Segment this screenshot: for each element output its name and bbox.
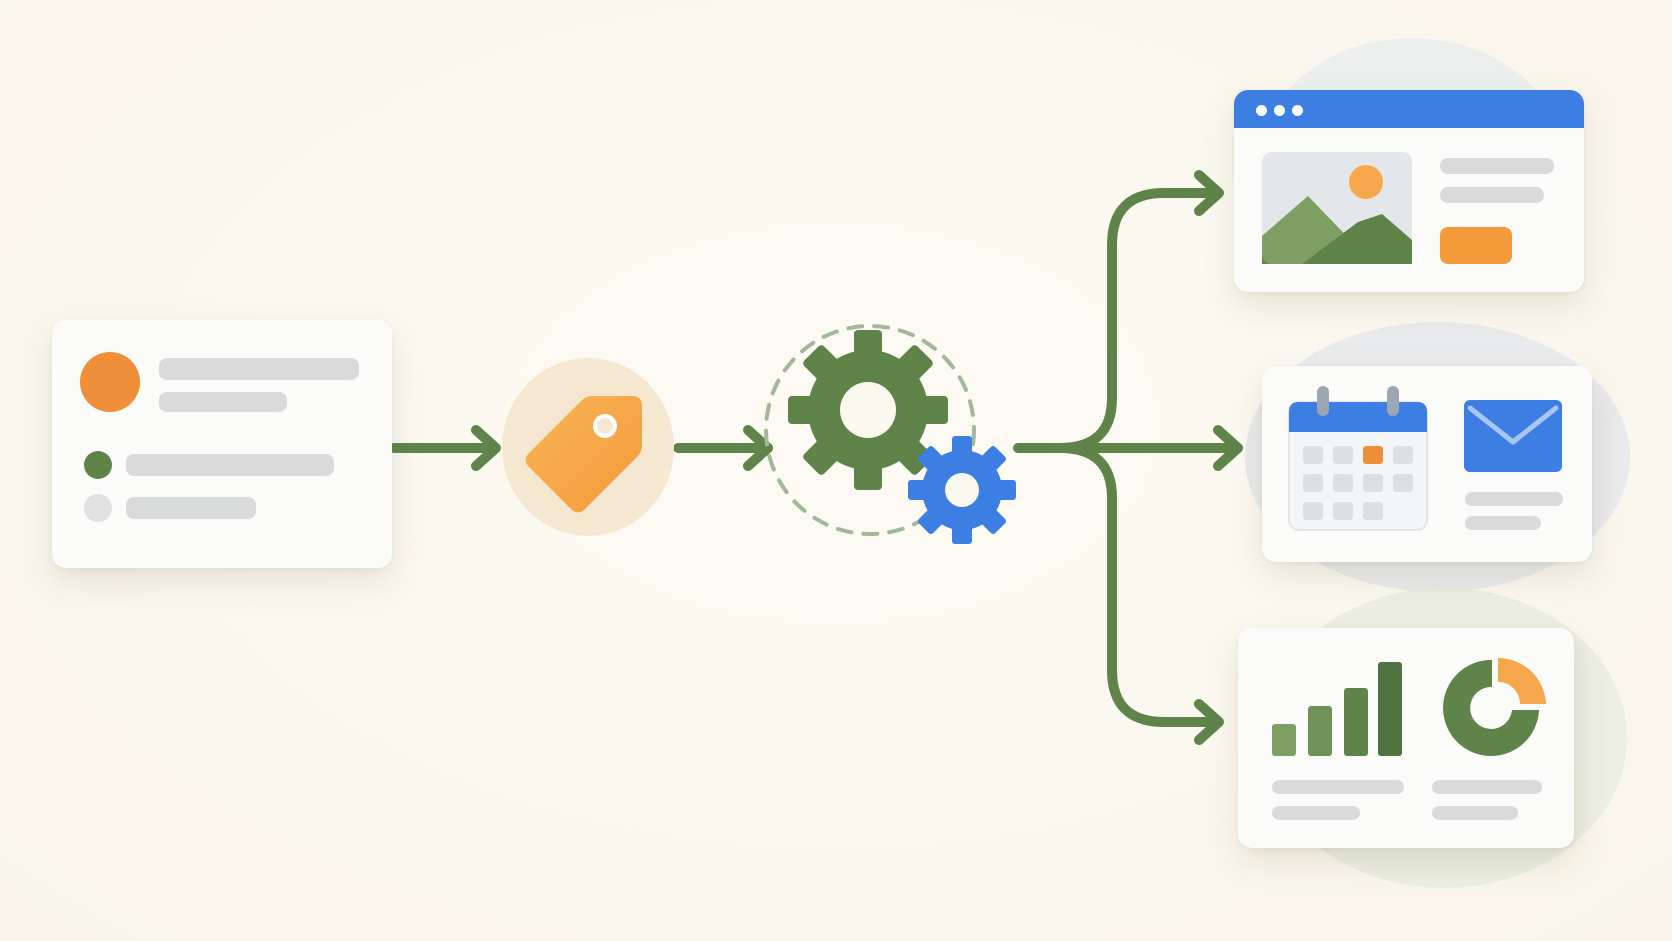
- list-bullet-grey-icon: [84, 494, 112, 522]
- web-page-card: [1234, 90, 1584, 292]
- communication-card: [1262, 366, 1592, 562]
- envelope-icon: [1464, 400, 1562, 472]
- gears-icon: [764, 324, 1016, 544]
- text-line-placeholder: [1432, 780, 1542, 794]
- window-dot-icon: [1292, 105, 1303, 116]
- window-dot-icon: [1274, 105, 1285, 116]
- list-bullet-green-icon: [84, 451, 112, 479]
- source-data-card: [52, 320, 392, 568]
- text-line-placeholder: [1465, 492, 1563, 506]
- cta-button-placeholder: [1440, 227, 1512, 264]
- browser-title-bar: [1234, 90, 1584, 128]
- calendar-icon: [1288, 386, 1428, 531]
- text-line-placeholder: [1440, 158, 1554, 174]
- price-tag-icon: [525, 396, 642, 513]
- text-line-placeholder: [1432, 806, 1518, 820]
- avatar-dot-icon: [80, 352, 140, 412]
- analytics-card: [1238, 628, 1574, 848]
- list-item-placeholder: [126, 454, 334, 476]
- arrow-to-analytics: [1055, 443, 1218, 727]
- donut-chart-icon: [1443, 658, 1546, 756]
- title-placeholder: [159, 358, 359, 380]
- landscape-image-icon: [1262, 152, 1412, 264]
- bar-chart-icon: [1272, 662, 1402, 756]
- arrow-to-web: [1055, 188, 1218, 453]
- list-item-placeholder: [126, 497, 256, 519]
- subtitle-placeholder: [159, 392, 287, 412]
- text-line-placeholder: [1272, 806, 1360, 820]
- window-dot-icon: [1256, 105, 1267, 116]
- text-line-placeholder: [1440, 187, 1544, 203]
- text-line-placeholder: [1465, 516, 1541, 530]
- text-line-placeholder: [1272, 780, 1404, 794]
